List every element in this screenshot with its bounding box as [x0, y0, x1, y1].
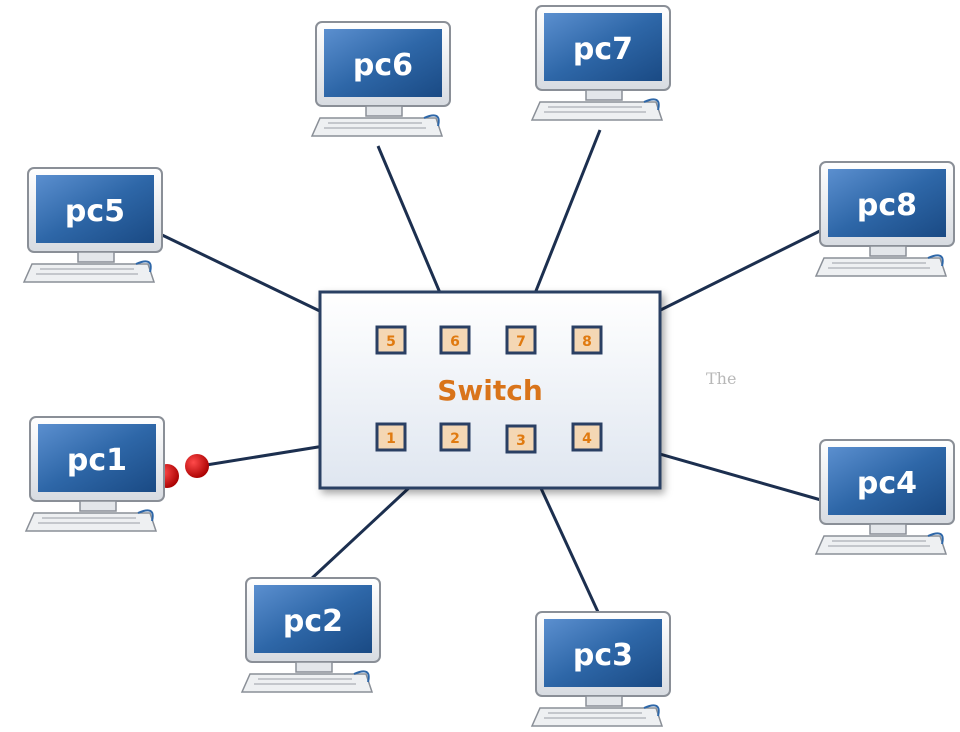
mouse-cable [927, 254, 944, 267]
port-label: 1 [386, 431, 396, 447]
mouse-cable [423, 114, 440, 127]
port-box [571, 422, 603, 452]
keyboard-keys [544, 712, 646, 719]
pc-label: pc2 [283, 604, 343, 639]
keyboard [240, 673, 374, 693]
monitor-stand [295, 661, 333, 673]
port-box [375, 422, 407, 452]
switch-label: Switch [437, 374, 543, 407]
monitor-screen [36, 175, 154, 243]
monitor-screen [324, 29, 442, 97]
keyboard [814, 535, 948, 555]
port-box [375, 325, 407, 355]
port-box [505, 325, 537, 355]
pc-label: pc6 [353, 48, 413, 83]
monitor-screen [38, 424, 156, 492]
pc-label: pc3 [573, 638, 633, 673]
mouse-cable [927, 532, 944, 545]
port-label: 5 [386, 334, 396, 350]
port-label: 7 [516, 334, 526, 350]
signal-dot [185, 454, 209, 478]
background-text: The [706, 369, 736, 388]
keyboard [530, 707, 664, 727]
computer-pc3: pc3 [530, 611, 671, 727]
computer-pc2: pc2 [240, 577, 381, 693]
keyboard [310, 117, 444, 137]
links-layer [159, 129, 835, 613]
computer-pc6: pc6 [310, 21, 451, 137]
switch-body [318, 290, 662, 490]
port-label: 4 [582, 431, 592, 447]
computer-pc1: pc1 [24, 416, 165, 532]
keyboard [24, 512, 158, 532]
keyboard [530, 101, 664, 121]
port-4: 4 [571, 422, 603, 452]
keyboard-keys [254, 678, 356, 685]
monitor-stand [365, 105, 403, 117]
mouse-cable [643, 98, 660, 111]
monitor-stand [869, 523, 907, 535]
keyboard-keys [828, 540, 930, 547]
mouse-cable [137, 509, 154, 522]
port-box [439, 422, 471, 452]
port-label: 8 [582, 334, 592, 350]
monitor-screen [544, 619, 662, 687]
monitor-screen [254, 585, 372, 653]
port-6: 6 [439, 325, 471, 355]
mouse-cable [135, 260, 152, 273]
keyboard-keys [324, 122, 426, 129]
computer-pc7: pc7 [530, 5, 671, 121]
monitor-stand [79, 500, 117, 512]
port-box [439, 325, 471, 355]
monitor-stand [585, 89, 623, 101]
computer-pc4: pc4 [814, 439, 955, 555]
port-label: 6 [450, 334, 460, 350]
port-3: 3 [505, 424, 537, 454]
monitor-stand [869, 245, 907, 257]
mouse-cable [353, 670, 370, 683]
port-8: 8 [571, 325, 603, 355]
port-1: 1 [375, 422, 407, 452]
mouse-cable [643, 704, 660, 717]
keyboard-keys [828, 262, 930, 269]
keyboard-keys [38, 517, 140, 524]
pc-label: pc4 [857, 466, 917, 501]
computer-pc8: pc8 [814, 161, 955, 277]
pc-label: pc8 [857, 188, 917, 223]
port-label: 2 [450, 431, 460, 447]
monitor-screen [544, 13, 662, 81]
monitor-stand [77, 251, 115, 263]
keyboard [22, 263, 156, 283]
computer-pc5: pc5 [22, 167, 163, 283]
pc-label: pc1 [67, 443, 127, 478]
port-7: 7 [505, 325, 537, 355]
keyboard [814, 257, 948, 277]
pc-label: pc7 [573, 32, 633, 67]
pc-label: pc5 [65, 194, 125, 229]
port-5: 5 [375, 325, 407, 355]
keyboard-keys [544, 106, 646, 113]
monitor-screen [828, 169, 946, 237]
port-2: 2 [439, 422, 471, 452]
port-box [571, 325, 603, 355]
monitor-stand [585, 695, 623, 707]
switch: Switch 5 6 7 8 1 2 3 [318, 290, 662, 490]
port-box [505, 424, 537, 454]
port-label: 3 [516, 433, 526, 449]
monitor-screen [828, 447, 946, 515]
keyboard-keys [36, 268, 138, 275]
